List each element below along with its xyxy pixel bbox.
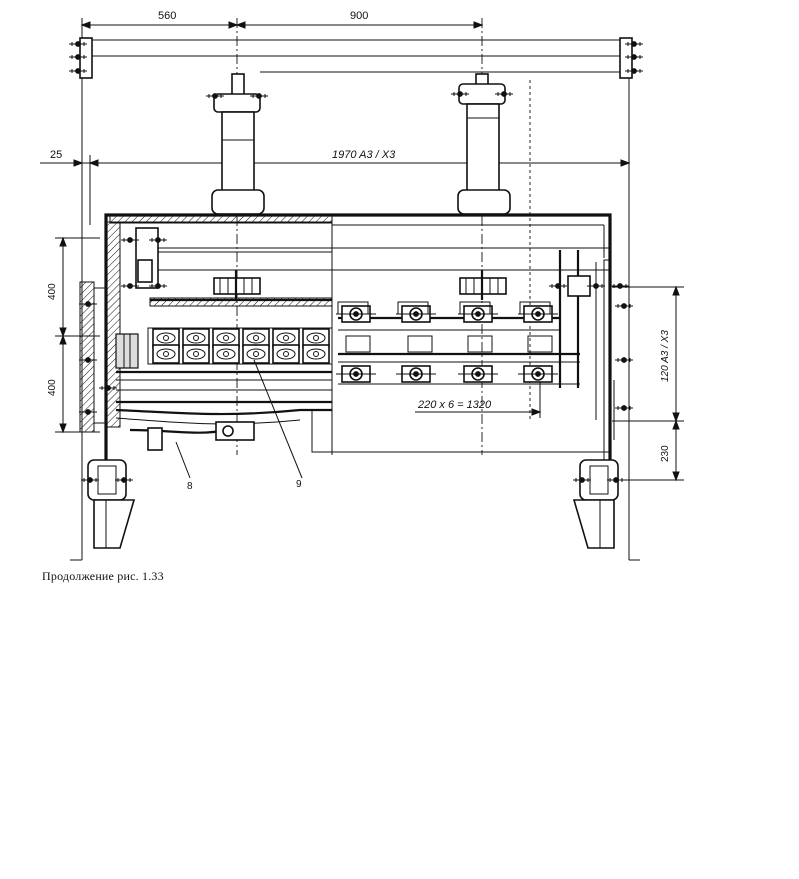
dim-25: 25 <box>50 149 62 161</box>
busbar-clips-right <box>459 270 507 300</box>
right-upper-bolts <box>548 275 634 411</box>
dim-400-lower: 400 <box>47 379 58 396</box>
top-left-terminals <box>68 37 93 79</box>
busbar-clips-left <box>213 270 261 300</box>
dimension-lines <box>40 21 684 482</box>
dim-230: 230 <box>660 445 671 462</box>
dim-pitch: 220 x 6 = 1320 <box>417 399 492 411</box>
insulator-right <box>450 73 514 215</box>
foot-right <box>572 459 626 549</box>
figure-caption: Продолжение рис. 1.33 <box>42 569 164 583</box>
left-side-panel <box>78 281 139 433</box>
dim-120: 120 A3 / X3 <box>660 330 671 382</box>
insulator-left <box>205 73 269 215</box>
clamp-rows <box>335 301 580 385</box>
callout-8: 8 <box>187 481 193 492</box>
enclosure <box>104 213 615 461</box>
dim-1970: 1970 A3 / X3 <box>332 149 396 161</box>
drive-mechanism <box>115 359 610 479</box>
upper-left-bracket <box>120 227 333 307</box>
dim-560: 560 <box>158 10 176 22</box>
dim-900: 900 <box>350 10 368 22</box>
dim-400-upper: 400 <box>47 283 58 300</box>
fuse-rows <box>147 327 333 365</box>
callout-9: 9 <box>296 479 302 490</box>
foot-left <box>80 459 136 549</box>
frame-lines <box>70 18 640 561</box>
top-right-terminals <box>619 37 644 79</box>
